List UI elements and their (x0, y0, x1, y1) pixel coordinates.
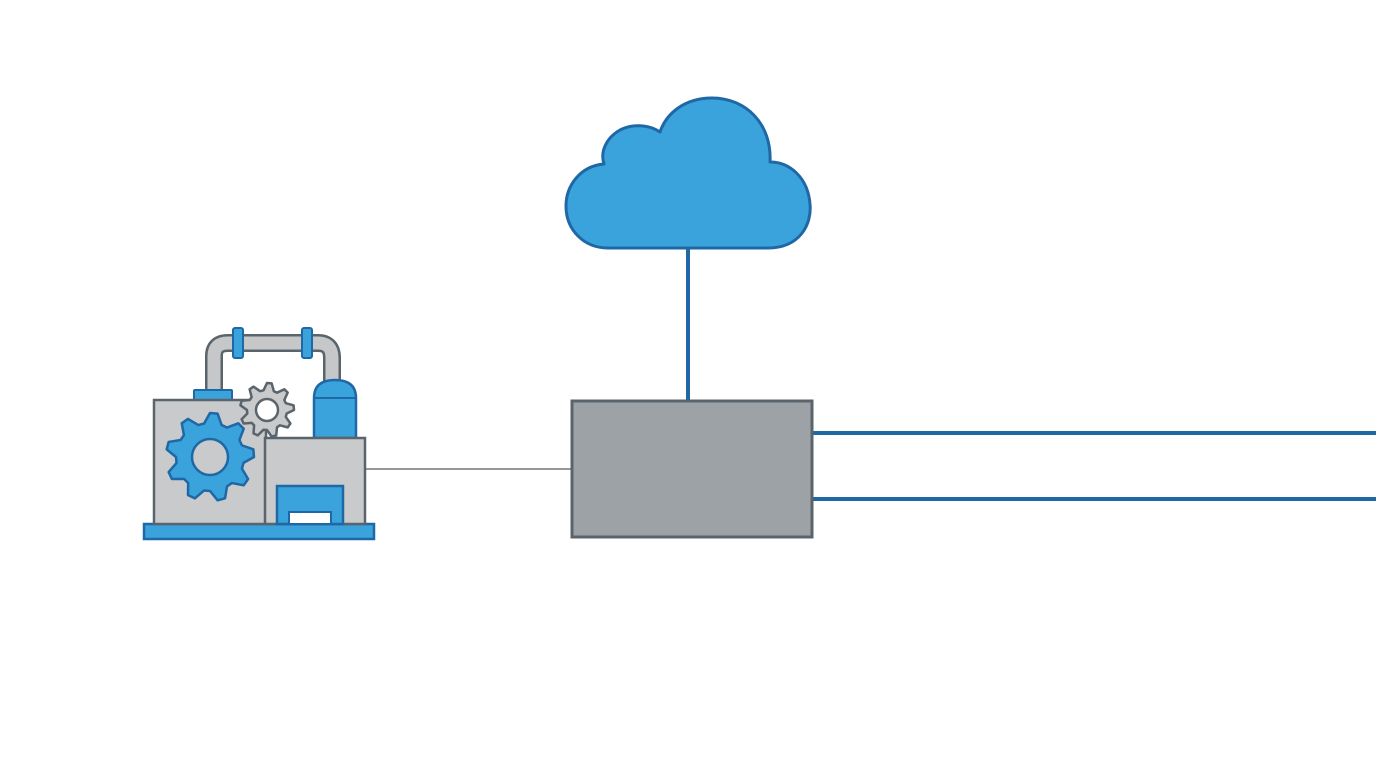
large-gear-icon (165, 411, 256, 502)
pipe-collar-left (232, 327, 244, 359)
pipe-flange (193, 389, 233, 401)
machine-base-plate (142, 522, 376, 541)
pipe-collar-right (301, 327, 313, 359)
gateway-box (570, 399, 814, 539)
cloud-icon (564, 96, 812, 250)
big-gear-hole (190, 437, 230, 477)
small-gear-icon (239, 381, 296, 438)
small-gear-hole (254, 397, 280, 423)
machine-tank (312, 378, 358, 440)
industrial-machine-icon (142, 327, 376, 541)
